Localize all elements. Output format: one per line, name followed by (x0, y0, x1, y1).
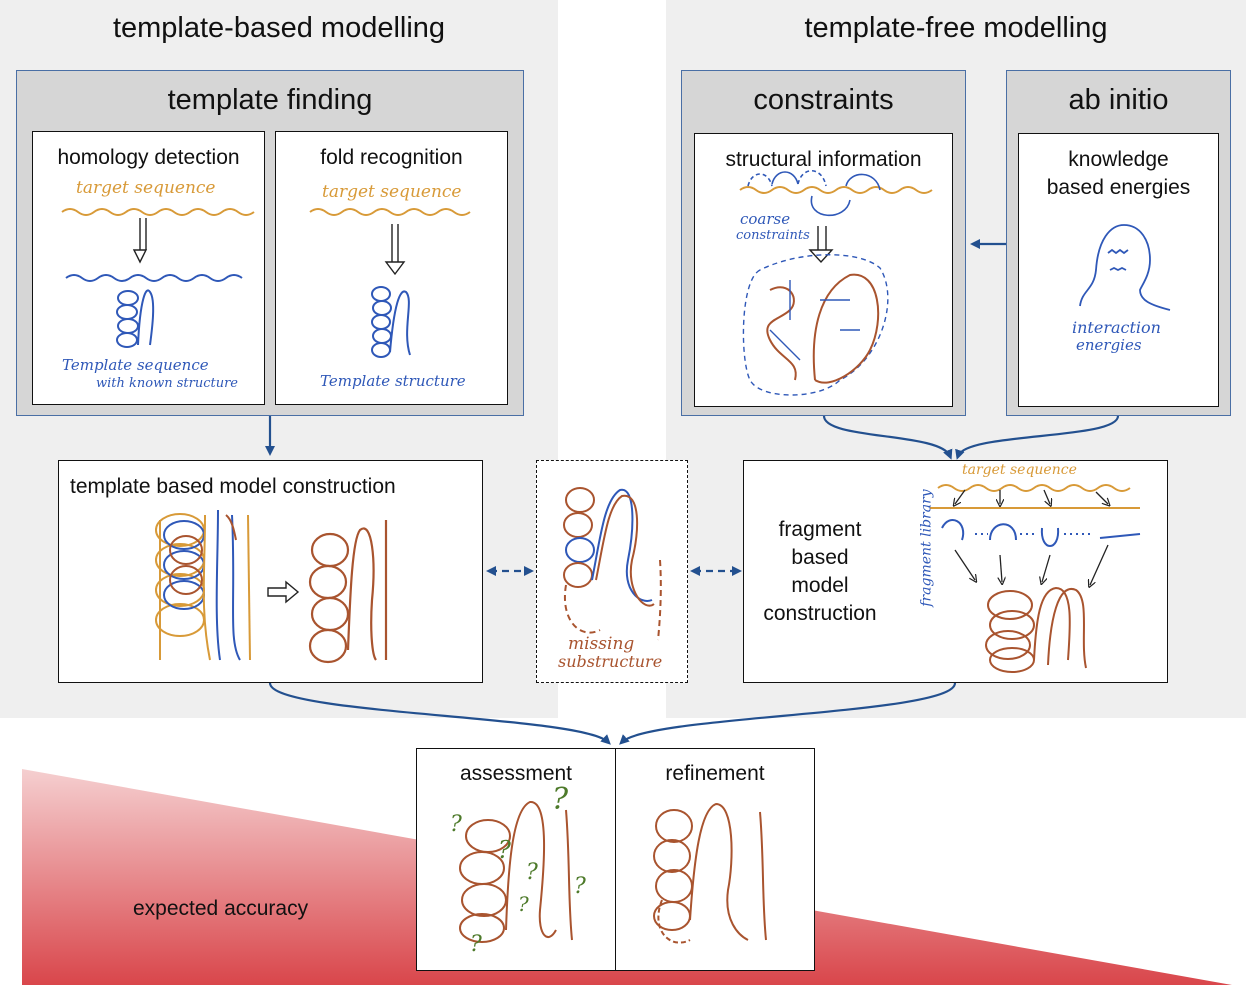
question-mark-7: ? (470, 932, 482, 957)
template-model-title: template based model construction (70, 475, 396, 498)
arrow-constraints-to-fragment (822, 415, 953, 460)
homology-template-label-2: with known structure (96, 376, 238, 391)
fragment-result (985, 586, 1087, 673)
fold-recognition-title: fold recognition (320, 146, 463, 169)
question-mark-4: ? (526, 860, 538, 885)
substructure-label: substructure (558, 652, 663, 671)
fragment-model-line2: based (791, 546, 849, 569)
fold-recognition-panel (275, 131, 508, 405)
down-arrow-structural (808, 226, 834, 264)
question-mark-5: ? (574, 874, 586, 899)
arrow-template-to-assess (268, 682, 611, 745)
assessment-title: assessment (459, 762, 573, 785)
constraints-title: constraints (753, 84, 894, 116)
fold-template-label: Template structure (320, 372, 466, 390)
fragment-model-line4: construction (763, 602, 877, 625)
fragment-model-panel (743, 460, 1168, 683)
coarse-constraints-label: constraints (736, 228, 810, 243)
coarse-label: coarse (740, 210, 791, 228)
question-mark-3: ? (498, 836, 511, 864)
refinement-sketch (653, 802, 767, 944)
down-arrow-homology (132, 218, 148, 264)
down-arrow-fold (384, 224, 406, 276)
template-overlay-sketch (155, 509, 251, 661)
interaction-label: interaction (1072, 318, 1161, 337)
homology-template-label: Template sequence (62, 356, 209, 374)
template-free-title: template-free modelling (804, 12, 1108, 44)
target-wave-fold (309, 208, 471, 216)
target-wave-structural (739, 186, 933, 194)
template-model-panel (58, 460, 483, 683)
constraint-loops (747, 169, 881, 217)
fragment-pieces (941, 519, 1141, 547)
template-based-title: template-based modelling (112, 12, 446, 44)
outline-arrow-template (267, 580, 300, 604)
helix-fold (371, 286, 411, 358)
fragment-library-label: fragment library (918, 489, 935, 607)
question-mark-6: ? (518, 892, 529, 916)
assessment-sketch (459, 800, 573, 943)
target-wave-homology (61, 208, 255, 216)
question-mark-2: ? (450, 812, 462, 837)
question-mark-1: ? (552, 782, 569, 817)
structure-sketch (742, 254, 889, 396)
accuracy-label: expected accuracy (133, 897, 309, 920)
fragment-arrows (955, 489, 1108, 585)
fold-target-label: target sequence (322, 182, 462, 202)
template-wave-homology (65, 274, 243, 282)
missing-label: missing (568, 634, 635, 654)
refinement-title: refinement (665, 762, 765, 785)
template-finding-title: template finding (167, 84, 373, 116)
arrow-fragment-to-assess (619, 682, 957, 745)
interaction-energies-label: energies (1076, 336, 1142, 354)
flow-arrows (265, 239, 1120, 745)
knowledge-title-line2: based energies (1046, 176, 1191, 199)
missing-substructure-sketch (563, 487, 662, 641)
homology-target-label: target sequence (76, 178, 216, 198)
homology-detection-title: homology detection (57, 146, 240, 169)
template-model-result (308, 520, 388, 664)
arrow-abinitio-to-fragment (955, 415, 1120, 460)
fragment-target-label: target sequence (962, 462, 1077, 478)
knowledge-title-line1: knowledge (1068, 148, 1169, 171)
head-sketch (1079, 224, 1171, 311)
refinement-panel (615, 748, 815, 971)
ab-initio-title: ab initio (1068, 84, 1169, 116)
fragment-model-line3: model (791, 574, 849, 597)
homology-detection-panel (32, 131, 265, 405)
structural-information-title: structural information (725, 148, 922, 171)
helix-homology (116, 289, 155, 348)
target-wave-fragment (937, 484, 1131, 492)
fragment-model-line1: fragment (778, 518, 862, 541)
